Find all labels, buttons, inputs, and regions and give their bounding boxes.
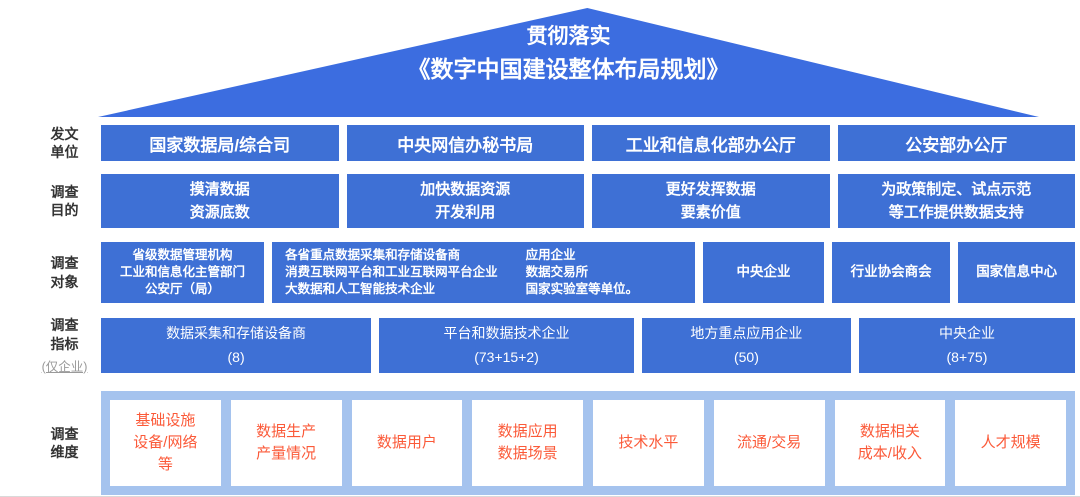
target-box-enterprises: 各省重点数据采集和存储设备商 消费互联网平台和工业互联网平台企业 大数据和人工智… [272,242,696,303]
dimension-box-infrastructure: 基础设施 设备/网络 等 [110,400,221,486]
row-purpose-label: 调查 目的 [50,183,79,218]
target-box-central-enterprises: 中央企业 [703,242,824,303]
target-box-government-agencies: 省级数据管理机构 工业和信息化主管部门 公安厅（局） [101,242,265,303]
row-survey-targets: 调查 对象 省级数据管理机构 工业和信息化主管部门 公安厅（局） 各省重点数据采… [0,242,1080,303]
row-issuing-label-col: 发文 单位 [0,125,101,161]
row-issuing-label: 发文 单位 [50,125,79,160]
dimension-box-cost-revenue: 数据相关 成本/收入 [834,400,946,486]
dimension-box-circulation: 流通/交易 [713,400,825,486]
target-enterprises-left-column: 各省重点数据采集和存储设备商 消费互联网平台和工业互联网平台企业 大数据和人工智… [285,248,498,296]
target-box-national-info-center: 国家信息中心 [958,242,1075,303]
row-targets-label: 调查 对象 [50,255,79,290]
purpose-box-baseline: 摸清数据 资源底数 [101,174,339,228]
title-line1: 贯彻落实 [526,25,611,48]
row-issuing-content: 国家数据局/综合司 中央网信办秘书局 工业和信息化部办公厅 公安部办公厅 [101,125,1075,161]
dimension-box-production: 数据生产 产量情况 [230,400,342,486]
row-purpose-label-col: 调查 目的 [0,174,101,228]
row-survey-dimensions: 调查 维度 基础设施 设备/网络 等 数据生产 产量情况 数据用户 数据应用 数… [0,391,1080,495]
dimension-box-tech-level: 技术水平 [593,400,704,486]
row-issuing-units: 发文 单位 国家数据局/综合司 中央网信办秘书局 工业和信息化部办公厅 公安部办… [0,125,1080,161]
title-line2: 《数字中国建设整体布局规划》 [407,56,730,83]
indicator-box-platform-tech: 平台和数据技术企业 (73+15+2) [379,318,634,373]
target-enterprises-right-column: 应用企业 数据交易所 国家实验室等单位。 [525,248,639,296]
issuer-box-national-data-bureau: 国家数据局/综合司 [101,125,339,161]
row-indicators-sublabel: (仅企业) [41,359,88,374]
purpose-box-development: 加快数据资源 开发利用 [346,174,584,228]
row-dimensions-label: 调查 维度 [50,425,79,460]
purpose-box-policy-support: 为政策制定、试点示范 等工作提供数据支持 [837,174,1075,228]
dimension-box-applications: 数据应用 数据场景 [472,400,583,486]
row-indicators-label: 调查 指标 [50,317,79,352]
row-purpose-content: 摸清数据 资源底数 加快数据资源 开发利用 更好发挥数据 要素价值 为政策制定、… [101,174,1075,228]
issuer-box-public-security-office: 公安部办公厅 [837,125,1075,161]
row-indicators-content: 数据采集和存储设备商 (8) 平台和数据技术企业 (73+15+2) 地方重点应… [101,318,1075,373]
row-survey-purpose: 调查 目的 摸清数据 资源底数 加快数据资源 开发利用 更好发挥数据 要素价值 … [0,174,1080,228]
dimension-box-talent: 人才规模 [955,400,1066,486]
indicator-box-local-key-apps: 地方重点应用企业 (50) [641,318,851,373]
issuer-box-cyberspace-office: 中央网信办秘书局 [346,125,584,161]
row-survey-indicators: 调查 指标 (仅企业) 数据采集和存储设备商 (8) 平台和数据技术企业 (73… [0,317,1080,374]
dimension-box-data-users: 数据用户 [351,400,463,486]
purpose-box-element-value: 更好发挥数据 要素价值 [592,174,830,228]
row-dimensions-content: 基础设施 设备/网络 等 数据生产 产量情况 数据用户 数据应用 数据场景 技术… [101,391,1075,495]
row-dimensions-label-col: 调查 维度 [0,391,101,495]
target-box-industry-associations: 行业协会商会 [831,242,951,303]
indicator-box-storage-vendors: 数据采集和存储设备商 (8) [101,318,372,373]
indicator-box-central-enterprises: 中央企业 (8+75) [858,318,1075,373]
diagram-title: 贯彻落实 《数字中国建设整体布局规划》 [98,24,1039,84]
row-indicators-label-col: 调查 指标 (仅企业) [0,317,101,374]
row-targets-content: 省级数据管理机构 工业和信息化主管部门 公安厅（局） 各省重点数据采集和存储设备… [101,242,1075,303]
row-targets-label-col: 调查 对象 [0,242,101,303]
issuer-box-miit-office: 工业和信息化部办公厅 [592,125,830,161]
